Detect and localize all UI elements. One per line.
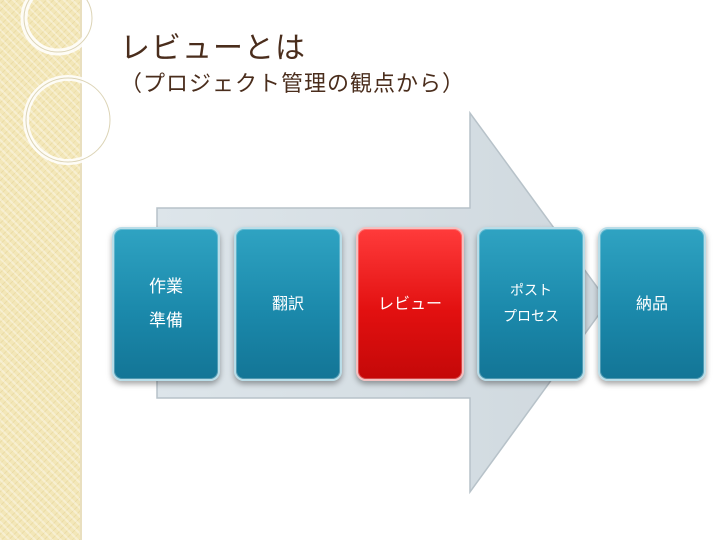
- step-post-process[interactable]: ポスト プロセス: [477, 227, 585, 381]
- step-review[interactable]: レビュー: [356, 227, 464, 381]
- decorative-circles: [20, 0, 113, 165]
- step-label: 納品: [635, 294, 668, 313]
- slide-subtitle: （プロジェクト管理の観点から）: [120, 72, 466, 97]
- step-label: 準備: [149, 311, 183, 331]
- step-translation[interactable]: 翻訳: [234, 227, 342, 381]
- title-block: レビューとは （プロジェクト管理の観点から）: [120, 30, 465, 100]
- strip-divider: [80, 0, 82, 540]
- step-delivery[interactable]: 納品: [598, 227, 706, 381]
- step-label: ポスト: [510, 283, 552, 299]
- step-work-preparation[interactable]: 作業 準備: [112, 227, 220, 381]
- step-label: 作業: [149, 277, 183, 297]
- step-label: レビュー: [377, 294, 442, 313]
- step-label: プロセス: [503, 309, 559, 325]
- slide-title: レビューとは: [120, 31, 306, 66]
- step-label: 翻訳: [271, 294, 304, 313]
